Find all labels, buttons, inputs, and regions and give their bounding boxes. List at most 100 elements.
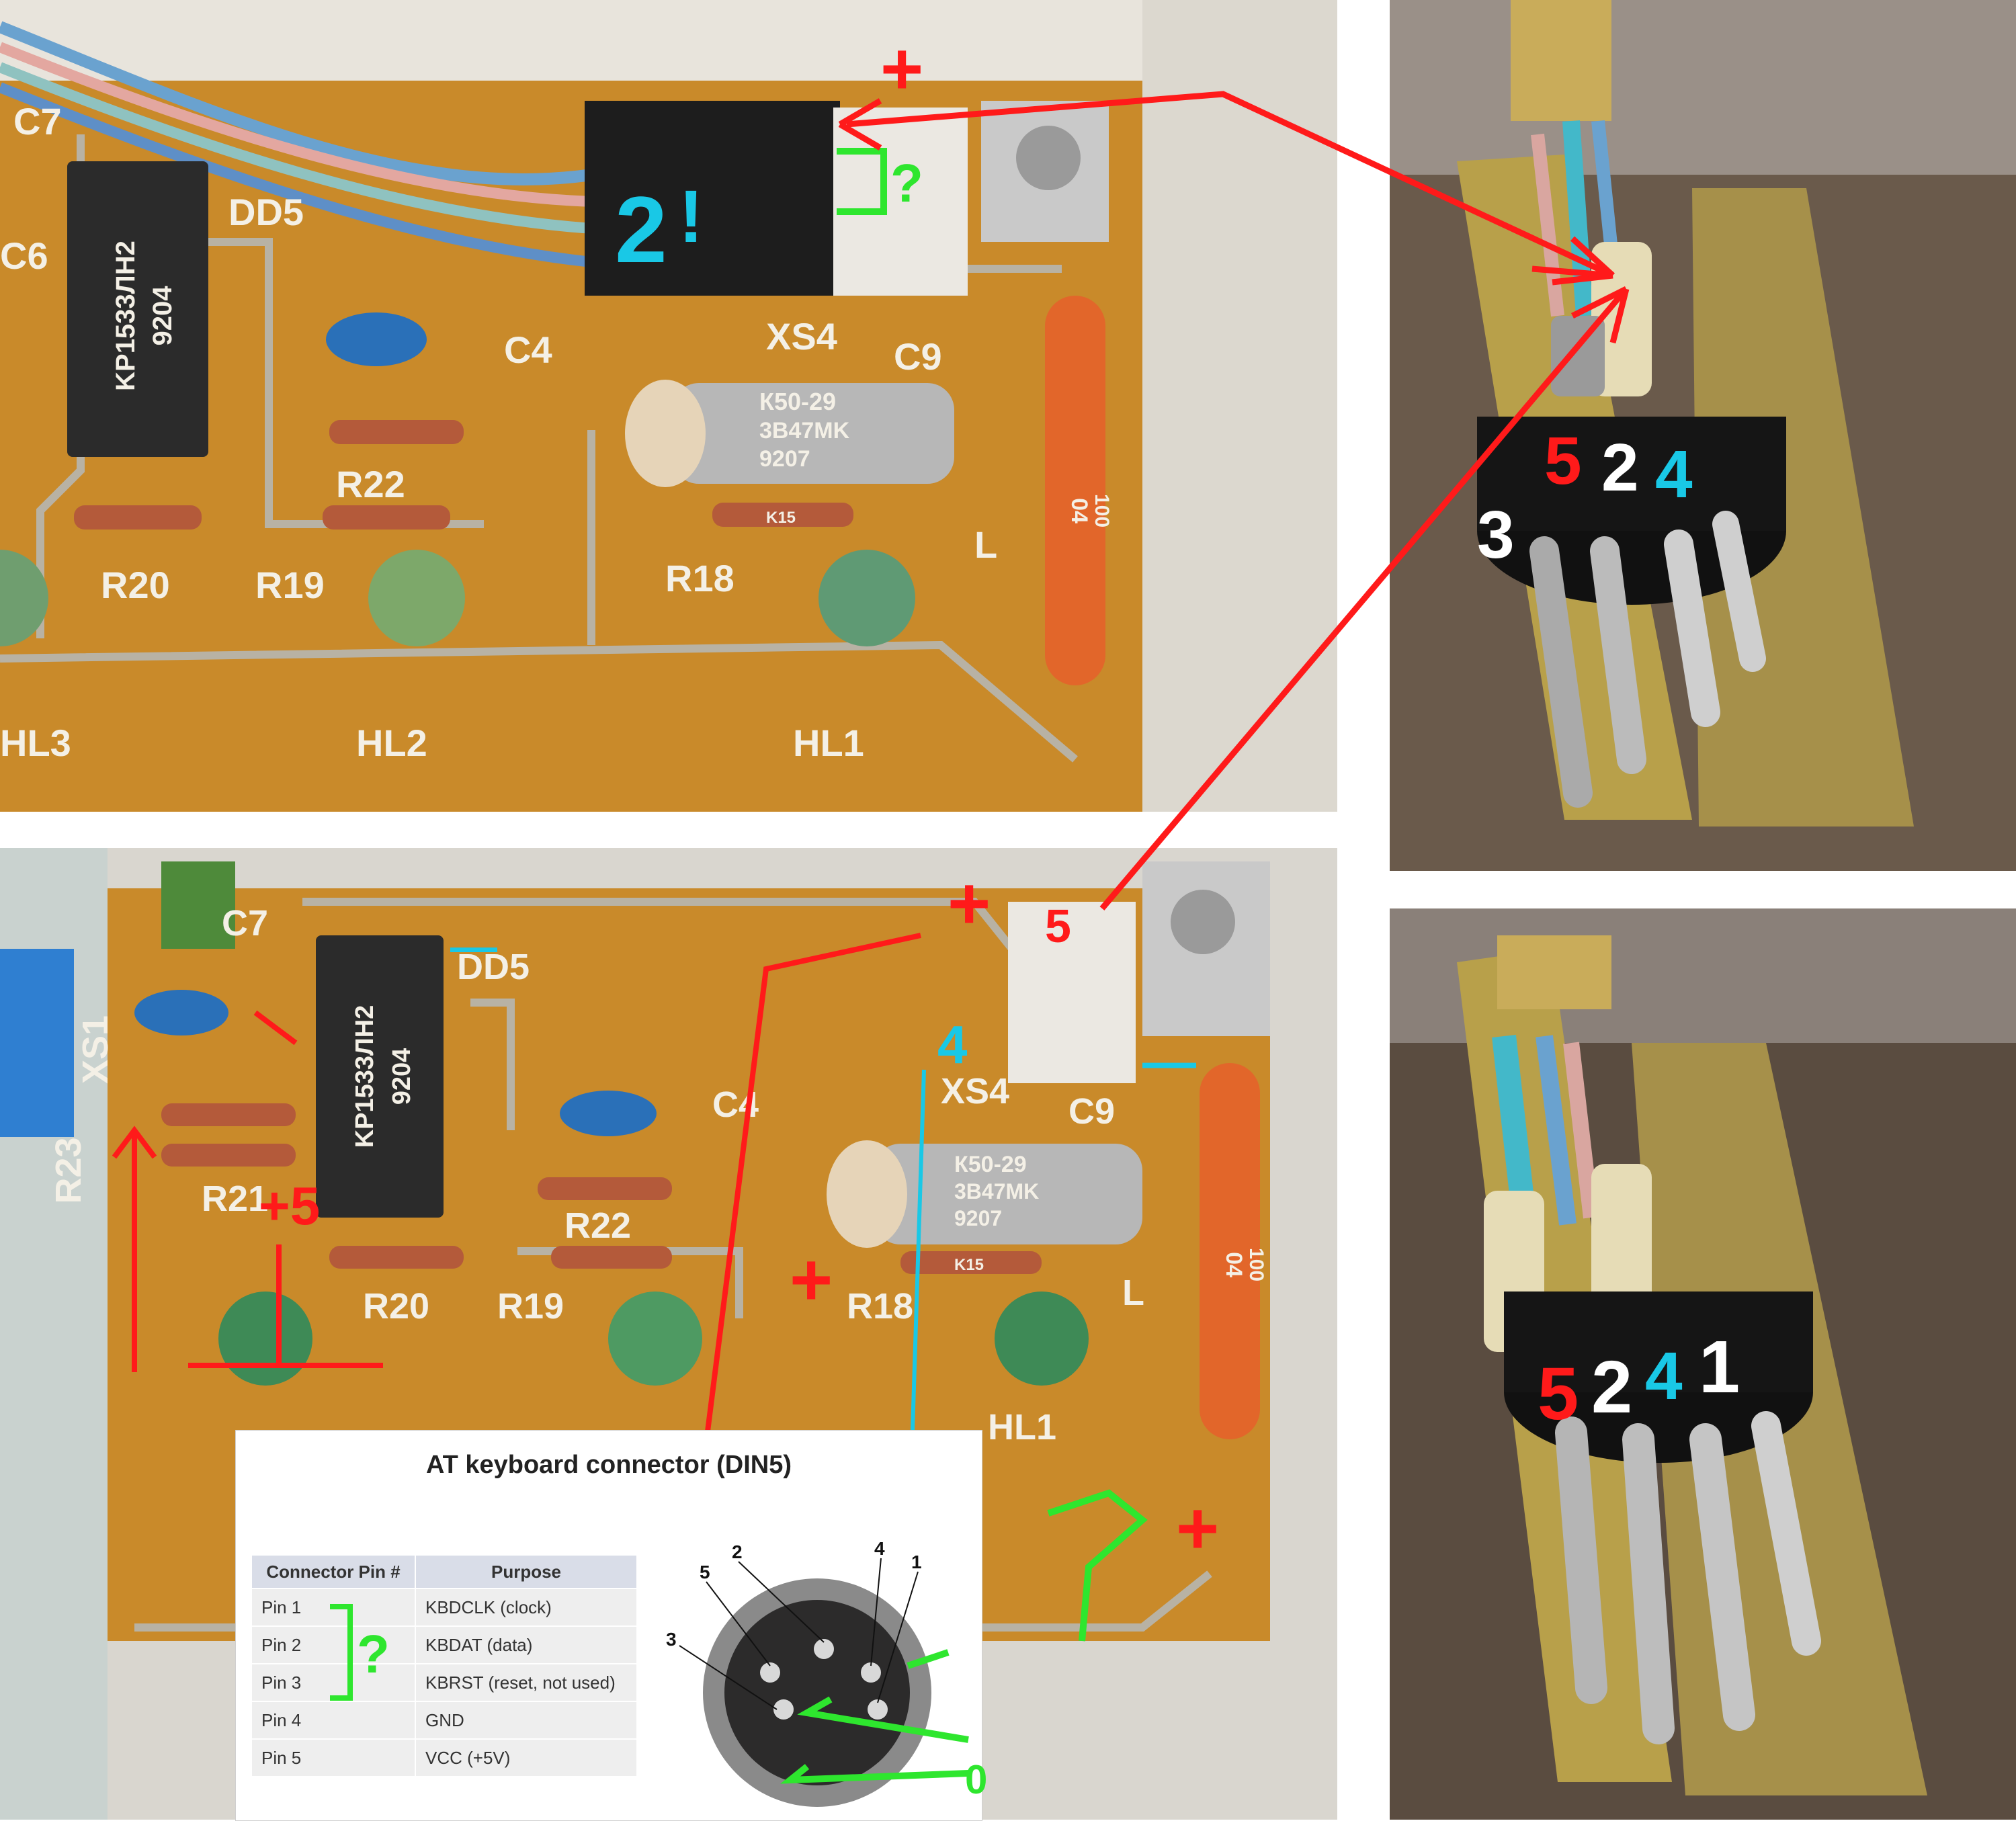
din5-connector-diagram: 1 2 3 4 5 0 [666, 1538, 987, 1807]
din-pin-1 [868, 1699, 888, 1720]
table-row: Pin 3 KBRST (reset, not used) [251, 1663, 638, 1702]
silk-r18: R18 [847, 1286, 913, 1326]
inset-annotations: ? [330, 1604, 390, 1701]
silk-xs1: XS1 [75, 1015, 116, 1084]
silk-hl1: HL1 [988, 1407, 1056, 1447]
silk-r19: R19 [255, 564, 325, 606]
connector-xs4-housing [585, 101, 840, 296]
silk-r20: R20 [101, 564, 170, 606]
plug-bottom-num-2: 2 [1591, 1346, 1632, 1429]
anno-plus-header: + [948, 862, 991, 945]
anno-plus5: +5 [259, 1176, 320, 1236]
silk-r23: R23 [48, 1137, 89, 1203]
table-row: Pin 1 KBDCLK (clock) [251, 1588, 638, 1627]
table-row: Pin 5 VCC (+5V) [251, 1738, 638, 1777]
resistor-r19 [551, 1246, 672, 1269]
cap-marking-3: 9207 [759, 446, 810, 472]
inductor-marking-1: 04 [1221, 1252, 1247, 1277]
capacitor-c9 [874, 1144, 1142, 1244]
plug-bottom-num-5: 5 [1538, 1353, 1579, 1435]
led-hl1 [995, 1291, 1089, 1386]
resistor-r19 [323, 505, 450, 530]
cap-marking-1: К50-29 [954, 1152, 1027, 1177]
silk-c9: C9 [894, 335, 942, 378]
silk-hl3: HL3 [0, 722, 71, 764]
silk-r20: R20 [363, 1286, 429, 1326]
cap-marking-2: 3B47MK [954, 1179, 1039, 1203]
inductor-marking-2: 100 [1245, 1248, 1267, 1281]
plug-bottom-num-4: 4 [1645, 1339, 1683, 1414]
capacitor-c6 [134, 990, 228, 1035]
silk-c7: C7 [222, 903, 268, 943]
pin-cell: Pin 5 [251, 1738, 416, 1777]
led-hl1 [818, 550, 915, 646]
led-hl2 [368, 550, 465, 646]
plug-top-num-4: 4 [1655, 437, 1693, 512]
din-pin-3 [773, 1699, 794, 1720]
inductor-marking-1: 04 [1066, 498, 1092, 523]
din-label-3: 3 [666, 1629, 677, 1650]
pin-cell: Pin 3 [251, 1663, 416, 1702]
table-header: Connector Pin # [251, 1554, 416, 1589]
pcb-photo-top: KP1533ЛН2 9204 К50-29 3B47MK 9207 04 100… [0, 0, 1337, 812]
inductor-l [1200, 1063, 1260, 1439]
chip-marking-1: KP1533ЛН2 [111, 241, 140, 391]
cap-marking-1: К50-29 [759, 388, 836, 415]
cap-marking-2: 3B47MK [759, 418, 850, 443]
led-hl3 [0, 550, 48, 646]
ic-dd5 [316, 935, 444, 1218]
inductor-l [1045, 296, 1105, 685]
anno-question-table: ? [357, 1624, 390, 1684]
din-label-5: 5 [700, 1562, 710, 1582]
anno-minus-header: — [1142, 1031, 1196, 1091]
anno-question-top: ? [890, 153, 923, 213]
anno-two-top: 2 [615, 177, 667, 282]
silk-hl2: HL2 [356, 722, 427, 764]
purpose-cell: VCC (+5V) [415, 1738, 638, 1777]
table-header-row: Connector Pin # Purpose [251, 1554, 638, 1589]
cap-marking-3: 9207 [954, 1206, 1002, 1230]
silk-l: L [1122, 1273, 1144, 1313]
connector-xs4-header [1008, 902, 1136, 1083]
din-label-1: 1 [911, 1552, 922, 1572]
resistor-r22 [329, 420, 464, 444]
pcb-photo-bottom: KP1533ЛН2 9204 К50-29 3B47MK 9207 04 100… [0, 848, 1337, 1820]
silk-r22: R22 [564, 1205, 631, 1246]
anno-plus-inductor: + [1176, 1487, 1219, 1570]
plug-top-drawing: 5 2 4 3 [1390, 0, 2016, 871]
chip-marking-1: KP1533ЛН2 [351, 1005, 379, 1148]
pin-cell: Pin 2 [251, 1625, 416, 1664]
table-row: Pin 2 KBDAT (data) [251, 1625, 638, 1664]
chip-marking-2: 9204 [388, 1048, 416, 1105]
anno-zero: 0 [965, 1757, 987, 1802]
resistor-r18 [900, 1251, 1042, 1274]
inductor-marking-2: 100 [1091, 494, 1113, 527]
silk-r18: R18 [665, 557, 734, 599]
plug-top-num-2: 2 [1601, 430, 1639, 505]
led-hl3 [218, 1291, 312, 1386]
pin-cell: Pin 4 [251, 1701, 416, 1740]
anno-pin4: 4 [937, 1015, 968, 1074]
pinout-inset: AT keyboard connector (DIN5) Connector P… [235, 1430, 987, 1821]
silk-dd5: DD5 [457, 947, 530, 987]
silk-c7: C7 [13, 100, 62, 142]
purpose-cell: KBRST (reset, not used) [415, 1663, 638, 1702]
din-pin-5 [760, 1662, 780, 1683]
din-label-2: 2 [732, 1541, 743, 1562]
resistor-r23 [161, 1103, 296, 1126]
table-header: Purpose [415, 1554, 638, 1589]
silk-xs4: XS4 [766, 315, 837, 357]
silk-r21: R21 [202, 1179, 268, 1219]
plug-top-num-3: 3 [1477, 497, 1515, 573]
silk-dd5: DD5 [228, 191, 304, 233]
resistor-marking: K15 [954, 1256, 984, 1274]
table-row: Pin 4 GND [251, 1701, 638, 1740]
purpose-cell: KBDAT (data) [415, 1625, 638, 1664]
connector-xs1 [0, 949, 74, 1137]
din-plug-photo-top: 5 2 4 3 [1390, 0, 2016, 871]
resistor-r22 [538, 1177, 672, 1200]
silk-r19: R19 [497, 1286, 564, 1326]
resistor-r18 [712, 503, 853, 527]
chip-marking-2: 9204 [148, 286, 177, 346]
pinout-table: Connector Pin # Purpose Pin 1 KBDCLK (cl… [251, 1554, 638, 1777]
